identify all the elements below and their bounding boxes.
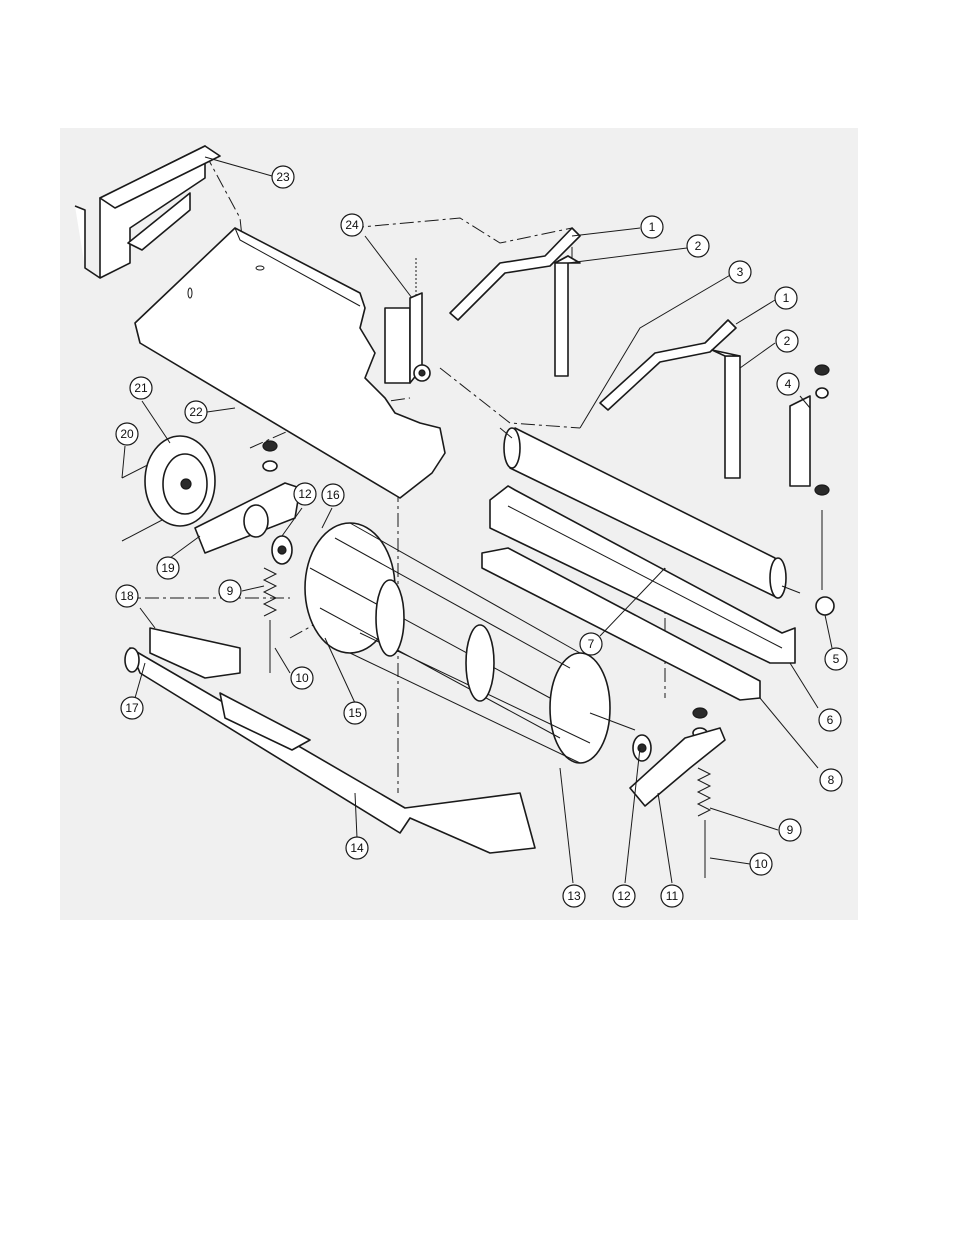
- callout-label: 11: [666, 889, 679, 903]
- parts-19-20-21-pulley: [122, 436, 300, 553]
- callout-9: 9: [779, 819, 801, 841]
- callout-20: 20: [116, 423, 138, 445]
- callout-label: 22: [189, 405, 203, 419]
- callout-14: 14: [346, 837, 368, 859]
- callout-label: 1: [649, 220, 656, 234]
- callout-4: 4: [777, 373, 799, 395]
- callout-2: 2: [687, 235, 709, 257]
- callout-label: 2: [784, 334, 791, 348]
- callout-label: 21: [134, 381, 148, 395]
- callout-label: 5: [833, 652, 840, 666]
- callout-label: 19: [161, 561, 175, 575]
- callout-13: 13: [563, 885, 585, 907]
- callout-23: 23: [272, 166, 294, 188]
- callout-label: 3: [737, 265, 744, 279]
- callout-label: 12: [298, 487, 312, 501]
- callout-label: 1: [783, 291, 790, 305]
- parts-1-2-upper-brackets: [450, 228, 580, 376]
- callout-label: 14: [350, 841, 364, 855]
- callout-label: 16: [326, 488, 340, 502]
- callout-label: 7: [588, 637, 595, 651]
- callout-2: 2: [776, 330, 798, 352]
- exploded-parts-diagram: 2324123124212022121619918101715756891014…: [60, 128, 858, 920]
- callout-12: 12: [613, 885, 635, 907]
- callout-1: 1: [641, 216, 663, 238]
- callout-label: 6: [827, 713, 834, 727]
- callout-18: 18: [116, 585, 138, 607]
- callout-24: 24: [341, 214, 363, 236]
- callout-label: 9: [787, 823, 794, 837]
- callout-label: 10: [295, 671, 309, 685]
- callout-15: 15: [344, 702, 366, 724]
- callout-5: 5: [825, 648, 847, 670]
- callout-17: 17: [121, 697, 143, 719]
- callout-label: 2: [695, 239, 702, 253]
- callout-1: 1: [775, 287, 797, 309]
- callout-label: 23: [276, 170, 290, 184]
- callout-8: 8: [820, 769, 842, 791]
- callout-label: 9: [227, 584, 234, 598]
- callout-label: 10: [754, 857, 768, 871]
- part-23-rear-shield: [75, 146, 220, 278]
- callout-10: 10: [291, 667, 313, 689]
- callout-22: 22: [185, 401, 207, 423]
- callout-3: 3: [729, 261, 751, 283]
- callout-7: 7: [580, 633, 602, 655]
- callout-label: 8: [828, 773, 835, 787]
- callout-21: 21: [130, 377, 152, 399]
- callout-11: 11: [661, 885, 683, 907]
- callout-10: 10: [750, 853, 772, 875]
- callout-12: 12: [294, 483, 316, 505]
- callout-label: 15: [348, 706, 362, 720]
- callout-label: 4: [785, 377, 792, 391]
- callout-6: 6: [819, 709, 841, 731]
- callout-label: 18: [120, 589, 134, 603]
- part-24-hinge-bracket: [385, 258, 430, 383]
- callout-label: 12: [617, 889, 631, 903]
- callout-9: 9: [219, 580, 241, 602]
- callout-label: 13: [567, 889, 581, 903]
- callout-label: 17: [125, 701, 139, 715]
- callout-label: 20: [120, 427, 134, 441]
- callout-label: 24: [345, 218, 359, 232]
- callout-16: 16: [322, 484, 344, 506]
- callout-19: 19: [157, 557, 179, 579]
